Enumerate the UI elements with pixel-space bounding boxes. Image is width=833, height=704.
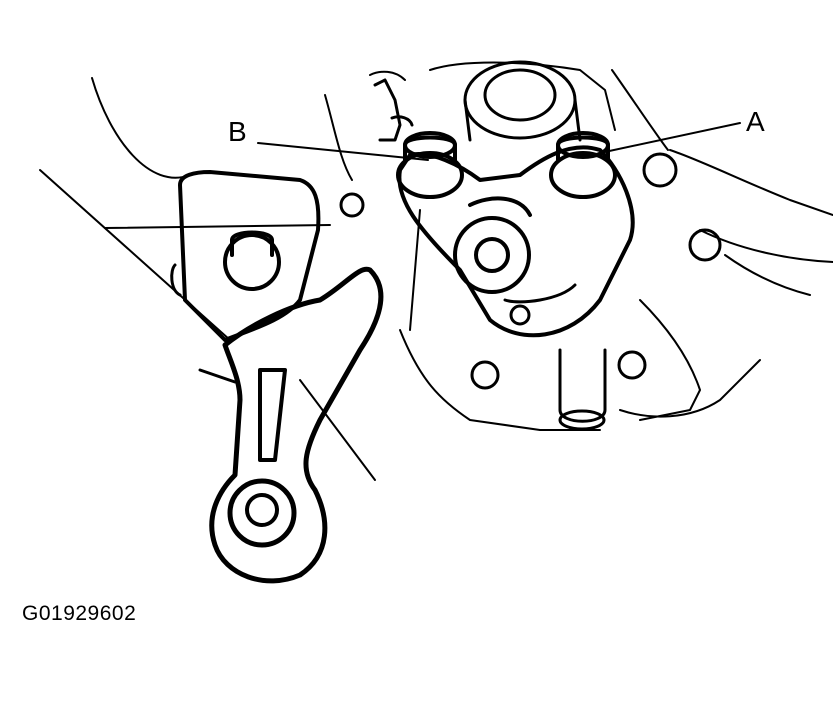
pulley-boss — [463, 60, 582, 142]
bolt-b — [396, 131, 464, 199]
torque-rod — [198, 266, 384, 584]
callout-label-b: B — [228, 116, 247, 147]
bolt-a — [549, 131, 617, 199]
callout-leaders — [257, 122, 741, 161]
flange-nuts — [339, 152, 722, 431]
engine-block-outline — [39, 61, 833, 481]
figure-id: G01929602 — [22, 602, 137, 625]
lower-bracket-plate — [170, 170, 321, 342]
upper-mount-bracket — [397, 145, 635, 338]
callout-label-a: A — [746, 106, 765, 137]
fitting — [373, 78, 414, 142]
